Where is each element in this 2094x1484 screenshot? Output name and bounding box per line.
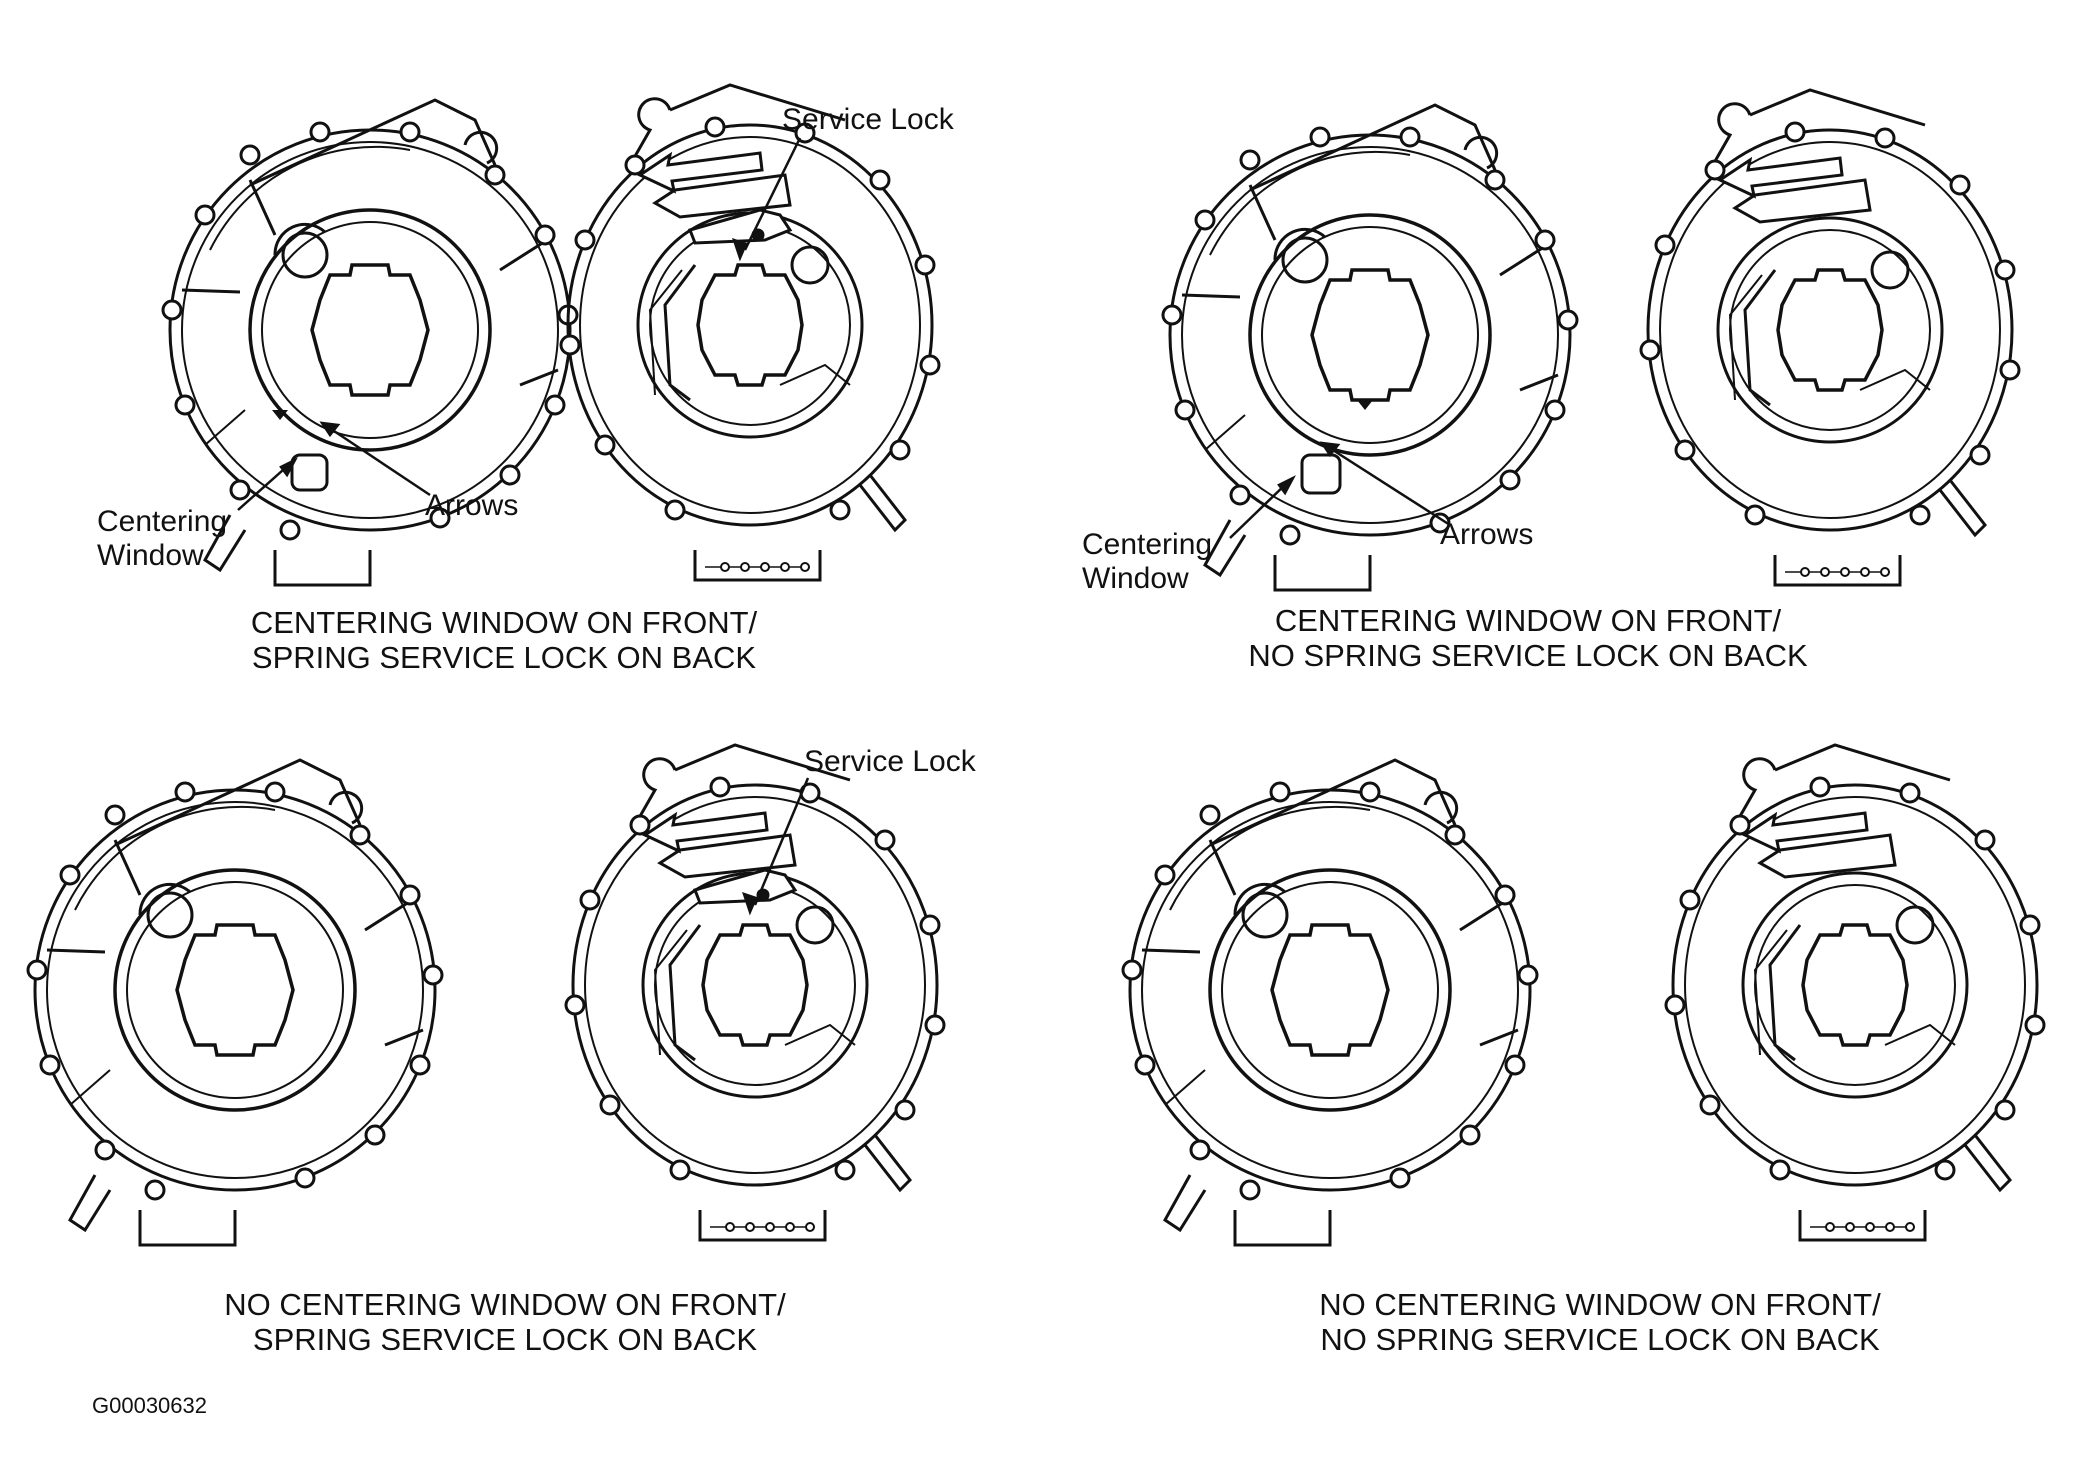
panel-2-centering-window-label: Centering Window <box>1082 528 1212 596</box>
label-text: Arrows <box>425 489 519 522</box>
panel-3-leader-lines <box>742 777 810 916</box>
panel-3-caption: NO CENTERING WINDOW ON FRONT/ SPRING SER… <box>160 1287 850 1357</box>
caption-line: NO SPRING SERVICE LOCK ON BACK <box>1248 638 1808 673</box>
caption-line: NO CENTERING WINDOW ON FRONT/ <box>224 1287 786 1322</box>
panel-2-arrows-label: Arrows <box>1440 518 1533 552</box>
panel-1-leader-lines <box>237 137 802 511</box>
panel-1-back-housing <box>559 83 941 582</box>
panel-4-front-housing <box>1121 758 1539 1247</box>
panel-1-caption: CENTERING WINDOW ON FRONT/ SPRING SERVIC… <box>204 605 804 675</box>
caption-line: SPRING SERVICE LOCK ON BACK <box>251 640 757 675</box>
panel-2-caption: CENTERING WINDOW ON FRONT/ NO SPRING SER… <box>1188 603 1868 673</box>
label-text: Service Lock <box>782 103 954 136</box>
label-text: Service Lock <box>804 745 976 778</box>
caption-line: NO SPRING SERVICE LOCK ON BACK <box>1320 1322 1880 1357</box>
label-line: Window <box>1082 562 1189 595</box>
panel-1-service-lock-label: Service Lock <box>782 103 954 137</box>
panel-2-back-housing <box>1639 88 2021 587</box>
panel-1-front-housing <box>161 98 579 587</box>
panel-4-caption: NO CENTERING WINDOW ON FRONT/ NO SPRING … <box>1250 1287 1950 1357</box>
panel-2-leader-lines <box>1229 441 1451 539</box>
figure-id: G00030632 <box>92 1393 207 1418</box>
label-line: Window <box>97 539 204 572</box>
panel-2-front-housing <box>1161 103 1579 592</box>
panel-3-back-housing <box>564 743 946 1242</box>
panel-3-front-housing <box>26 758 444 1247</box>
panel-4-back-housing <box>1664 743 2046 1242</box>
label-line: Centering <box>1082 528 1213 561</box>
caption-line: CENTERING WINDOW ON FRONT/ <box>1274 603 1782 638</box>
label-text: Arrows <box>1440 518 1534 551</box>
panel-1-centering-window-label: Centering Window <box>97 505 227 573</box>
caption-line: NO CENTERING WINDOW ON FRONT/ <box>1319 1287 1881 1322</box>
panel-1-arrows-label: Arrows <box>425 489 518 523</box>
caption-line: SPRING SERVICE LOCK ON BACK <box>252 1322 758 1357</box>
caption-line: CENTERING WINDOW ON FRONT/ <box>250 605 758 640</box>
panel-3-service-lock-label: Service Lock <box>804 745 976 779</box>
label-line: Centering <box>97 505 228 538</box>
